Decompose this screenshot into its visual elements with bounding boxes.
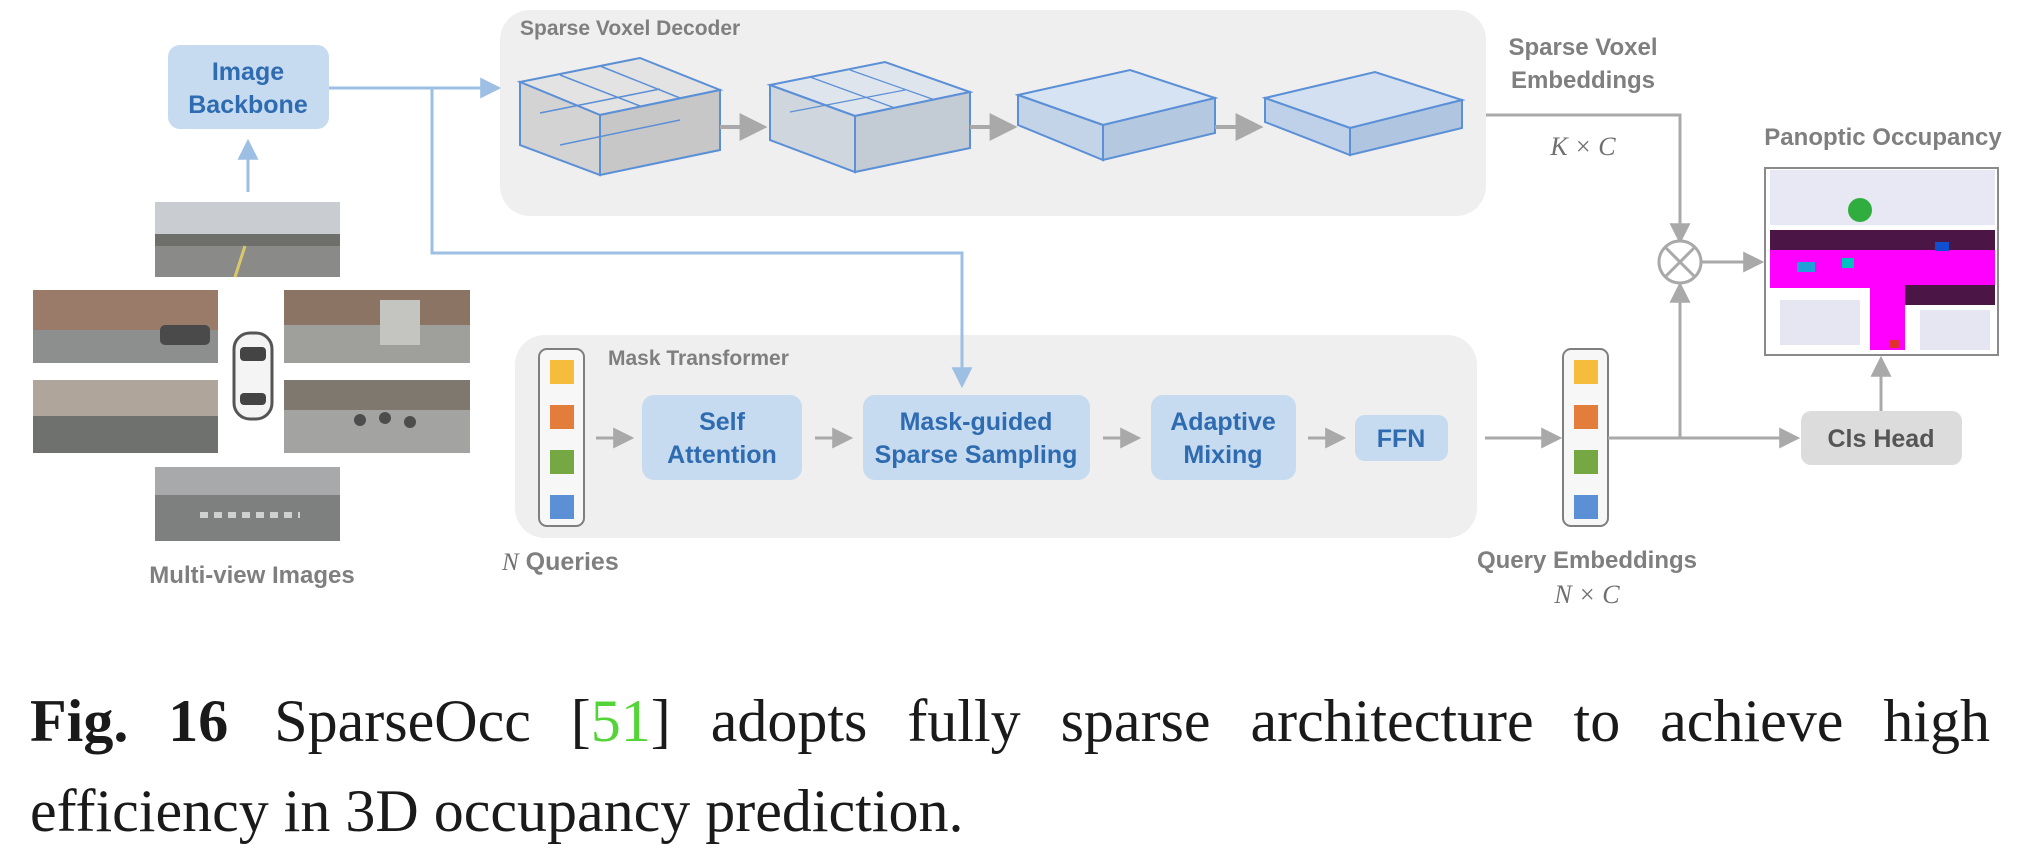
query-color-3 xyxy=(550,495,574,519)
adaptive-mixing-box[interactable] xyxy=(1151,395,1296,480)
query-embedding-color-3 xyxy=(1574,495,1598,519)
camera-image-front-left xyxy=(33,290,218,363)
figure-caption: Fig. 16 SparseOcc [51] adopts fully spars… xyxy=(30,676,1990,856)
mask-guided-sampling-box[interactable] xyxy=(863,395,1090,480)
sparse-voxel-embeddings-line1: Sparse Voxel xyxy=(1509,34,1658,61)
multiply-operator-icon xyxy=(1657,239,1703,285)
citation-link[interactable]: 51 xyxy=(590,688,651,754)
query-color-1 xyxy=(550,405,574,429)
voxel-grid-4 xyxy=(1261,70,1466,157)
mask-guided-line2: Sparse Sampling xyxy=(875,441,1078,469)
mask-guided-line1: Mask-guided xyxy=(900,408,1053,436)
caption-post: ] adopts fully sparse architecture to ac… xyxy=(30,688,1990,844)
arrow-voxel-to-multiply xyxy=(1486,113,1691,245)
query-embeddings-label: Query Embeddings xyxy=(1477,547,1697,574)
camera-image-front xyxy=(155,202,340,278)
camera-image-front-right xyxy=(284,290,470,363)
car-icon xyxy=(232,331,274,421)
queries-symbol: N xyxy=(501,549,520,576)
image-backbone-line2: Backbone xyxy=(188,91,308,119)
self-attention-box[interactable] xyxy=(642,395,802,480)
sparse-voxel-decoder-label: Sparse Voxel Decoder xyxy=(520,17,740,40)
arrow-backbone-to-sampling xyxy=(430,88,973,389)
ffn-label: FFN xyxy=(1377,425,1426,453)
query-color-2 xyxy=(550,450,574,474)
image-backbone-line1: Image xyxy=(212,58,284,86)
cls-head-label: Cls Head xyxy=(1828,425,1935,453)
architecture-diagram: Sparse Voxel Decoder Mask Transformer Im… xyxy=(33,10,2002,609)
camera-image-back-left xyxy=(33,380,218,453)
adaptive-mixing-line1: Adaptive xyxy=(1170,408,1276,436)
sparse-voxel-dims: K × C xyxy=(1549,132,1616,161)
query-embedding-color-0 xyxy=(1574,360,1598,384)
self-attention-line2: Attention xyxy=(667,441,777,469)
query-color-0 xyxy=(550,360,574,384)
adaptive-mixing-line2: Mixing xyxy=(1183,441,1262,469)
sparse-voxel-embeddings-line2: Embeddings xyxy=(1511,67,1655,94)
queries-label: N Queries xyxy=(501,548,619,576)
figure-number: Fig. 16 xyxy=(30,688,229,754)
query-embeddings-column xyxy=(1562,348,1609,527)
camera-image-back-right xyxy=(284,380,470,453)
query-embedding-color-2 xyxy=(1574,450,1598,474)
image-backbone-box[interactable] xyxy=(168,45,329,129)
self-attention-line1: Self xyxy=(699,408,746,436)
query-embeddings-dims: N × C xyxy=(1553,580,1620,609)
multi-view-images-label: Multi-view Images xyxy=(149,562,354,589)
voxel-grid-1 xyxy=(516,56,724,177)
ffn-box[interactable] xyxy=(1355,415,1448,461)
query-embedding-color-1 xyxy=(1574,405,1598,429)
voxel-grid-2 xyxy=(766,60,974,174)
queries-text: Queries xyxy=(519,548,619,576)
caption-pre: SparseOcc [ xyxy=(274,688,591,754)
queries-column xyxy=(538,348,585,527)
voxel-grid-3 xyxy=(1014,68,1219,162)
panoptic-occupancy-label: Panoptic Occupancy xyxy=(1764,124,2002,151)
camera-image-back xyxy=(155,467,340,541)
cls-head-box[interactable] xyxy=(1801,411,1962,465)
mask-transformer-label: Mask Transformer xyxy=(608,347,789,370)
panoptic-occupancy-map xyxy=(1764,167,1999,356)
